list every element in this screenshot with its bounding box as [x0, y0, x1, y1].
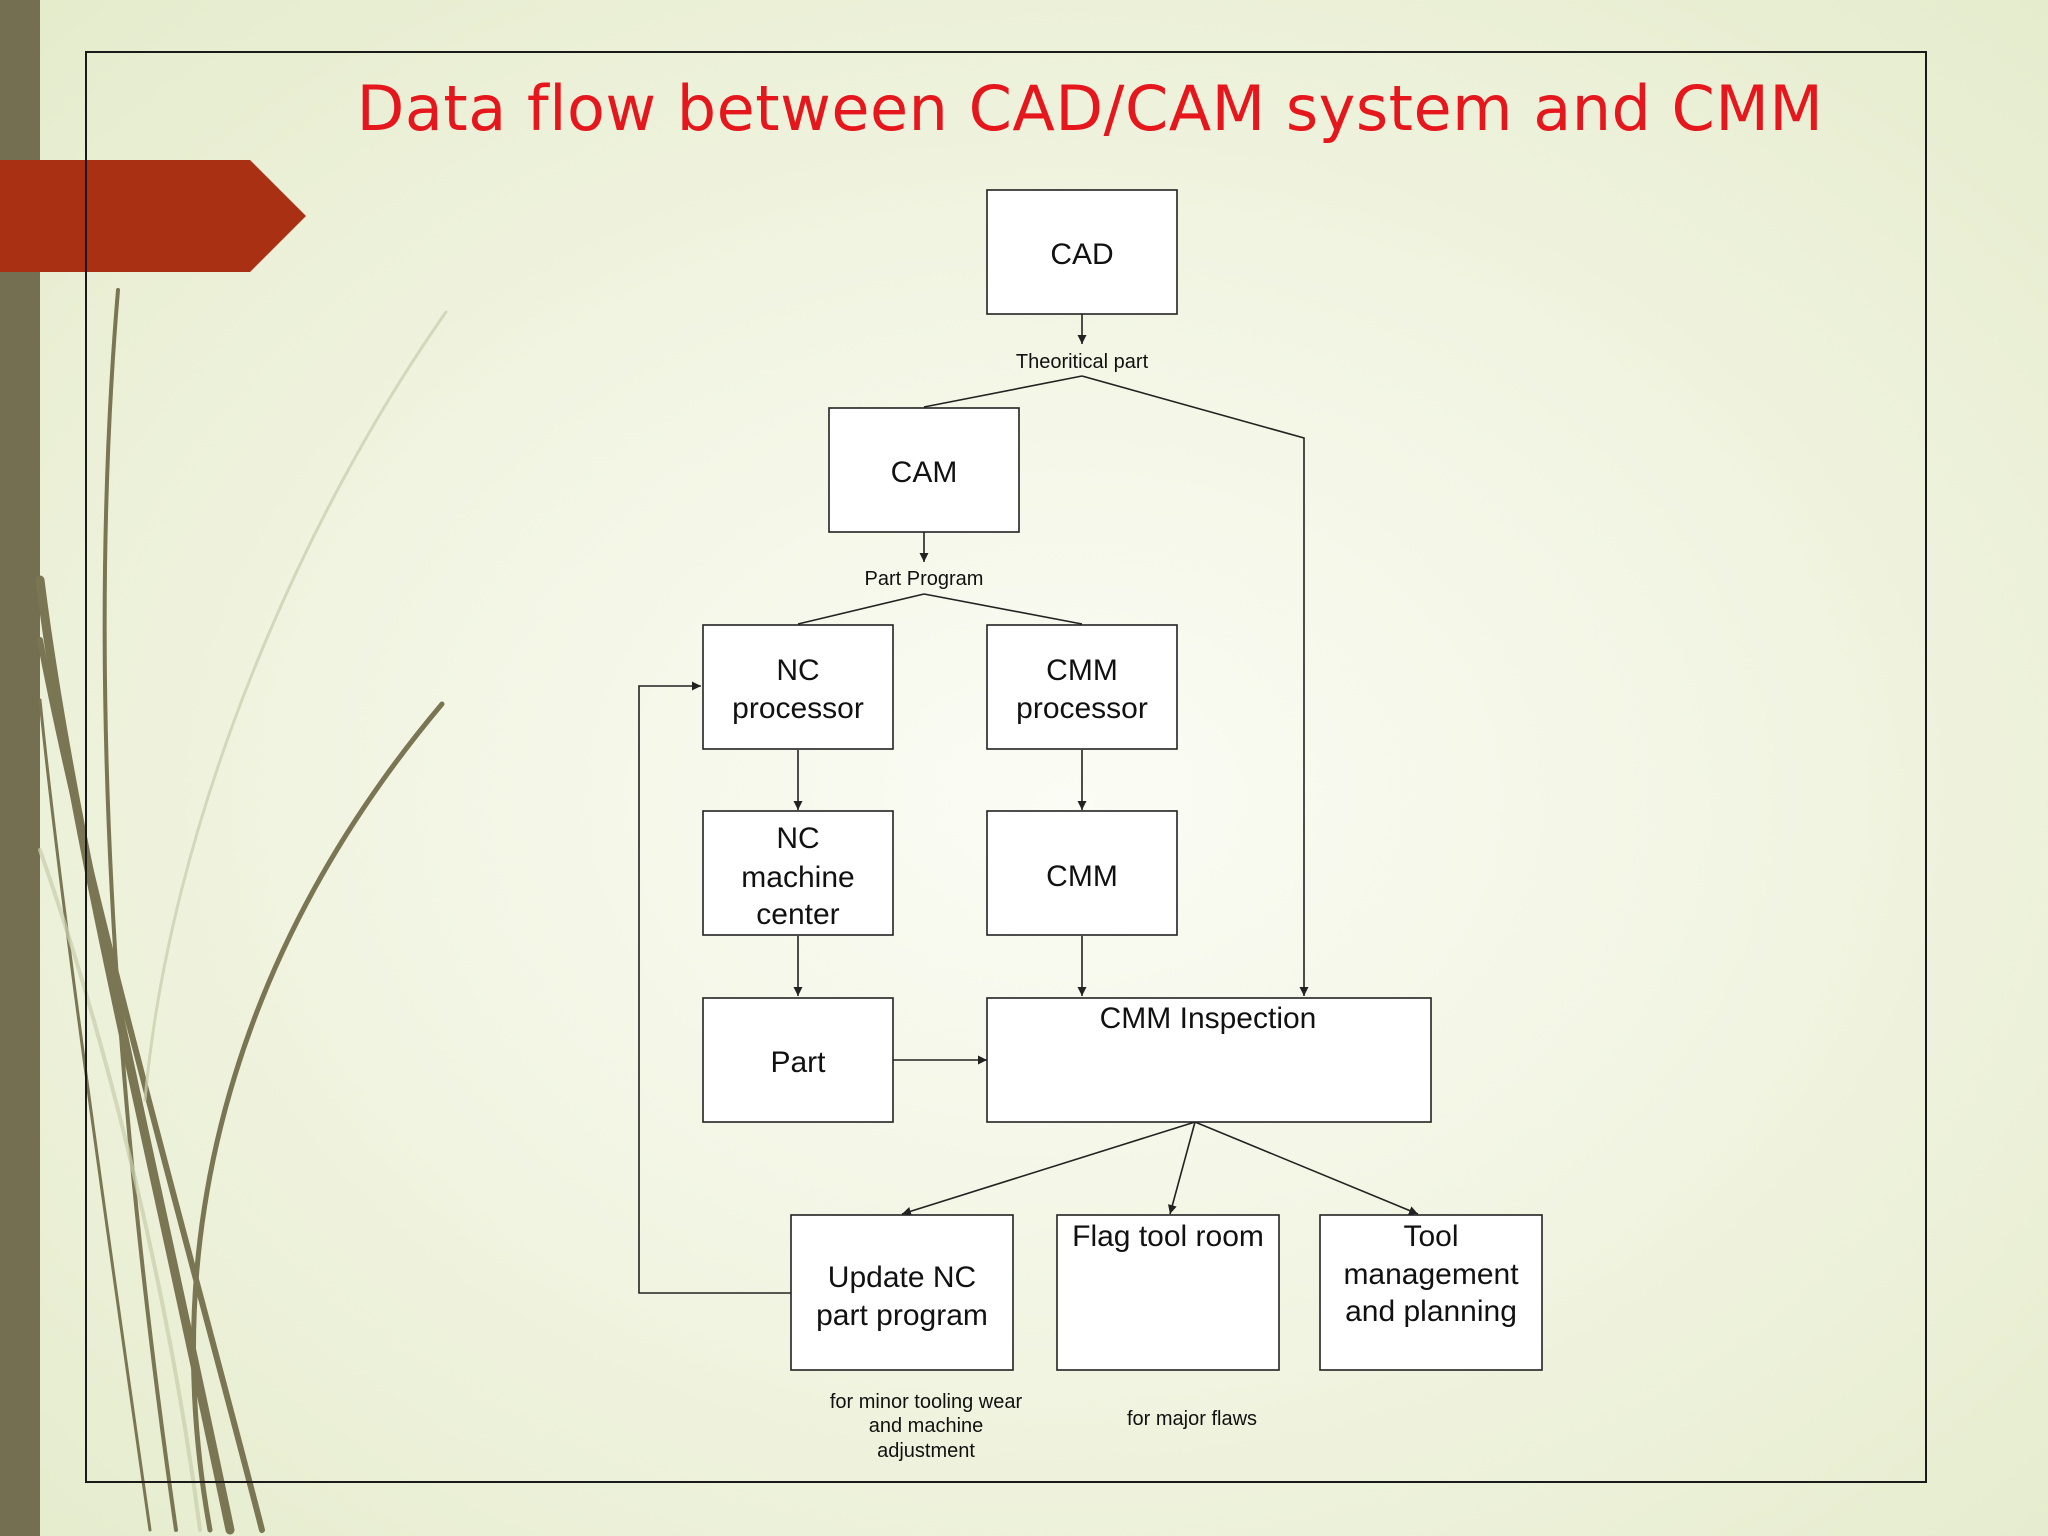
node-part: Part [702, 997, 894, 1123]
slide-title: Data flow between CAD/CAM system and CMM [356, 72, 1824, 145]
node-cam: CAM [828, 407, 1020, 533]
node-cmm-processor-line2: processor [1016, 692, 1148, 725]
label-part-program: Part Program [865, 568, 984, 590]
accent-arrow-flag [0, 160, 306, 272]
edge-split-nc-processor [797, 593, 925, 625]
node-nc-machine-center-line1: NC [776, 822, 819, 855]
node-cmm-label: CMM [1046, 860, 1118, 893]
node-cmm-inspection-label: CMM Inspection [1100, 1002, 1317, 1035]
label-major-flaws: for major flaws [1127, 1408, 1257, 1430]
label-minor-wear-line1: for minor tooling wear [830, 1391, 1023, 1413]
edge-split-cmm-processor [923, 593, 1083, 625]
node-flag-tool-room-label: Flag tool room [1072, 1220, 1264, 1253]
node-tool-management-line2: management [1343, 1258, 1519, 1291]
label-minor-wear-line3: adjustment [877, 1440, 975, 1462]
decorative-grass-strokes [35, 288, 448, 1535]
node-tool-management: Tool management and planning [1319, 1214, 1543, 1371]
node-cad: CAD [986, 189, 1178, 315]
node-update-nc-line2: part program [816, 1299, 988, 1332]
slide-frame [85, 51, 1927, 1483]
node-nc-processor-line2: processor [732, 692, 864, 725]
connectors [638, 314, 1419, 1294]
node-flag-tool-room: Flag tool room [1056, 1214, 1280, 1371]
label-minor-wear-line2: and machine [869, 1415, 984, 1437]
edge-labels: Theoritical part Part Program for minor … [830, 351, 1257, 1462]
node-cmm-processor: CMM processor [986, 624, 1178, 750]
node-cmm-inspection: CMM Inspection [986, 997, 1432, 1123]
node-nc-machine-center: NC machine center [702, 810, 894, 936]
edge-inspection-update [901, 1121, 1196, 1216]
edge-inspection-tool [1194, 1121, 1419, 1215]
node-cmm: CMM [986, 810, 1178, 936]
node-part-label: Part [770, 1046, 826, 1079]
node-cam-label: CAM [891, 456, 958, 489]
node-tool-management-line1: Tool [1403, 1220, 1458, 1253]
node-update-nc-part-program: Update NC part program [790, 1214, 1014, 1371]
node-nc-machine-center-line2: machine [741, 861, 854, 894]
node-nc-processor: NC processor [702, 624, 894, 750]
node-update-nc-line1: Update NC [828, 1261, 976, 1294]
node-nc-machine-center-line3: center [756, 898, 839, 931]
edge-inspection-flag [1168, 1121, 1196, 1215]
edge-feedback-loop [638, 681, 791, 1294]
node-cad-label: CAD [1050, 238, 1113, 271]
node-tool-management-line3: and planning [1345, 1295, 1517, 1328]
edge-split-inspection [1081, 375, 1309, 996]
node-nc-processor-line1: NC [776, 654, 819, 687]
node-cmm-processor-line1: CMM [1046, 654, 1118, 687]
label-theoretical-part: Theoritical part [1016, 351, 1149, 373]
edge-split-cam [923, 375, 1083, 408]
